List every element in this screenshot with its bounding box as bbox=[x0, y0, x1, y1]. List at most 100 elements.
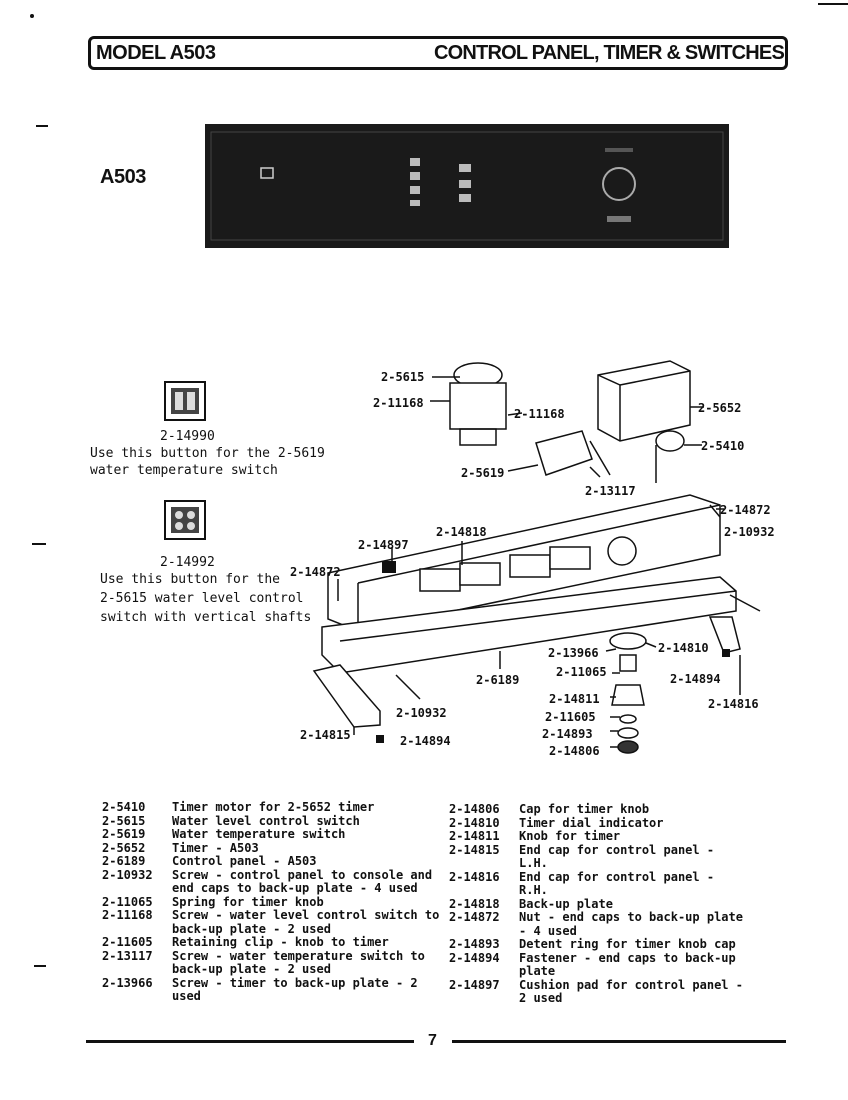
part-number: 2-14806 bbox=[449, 802, 500, 816]
part-description: Detent ring for timer knob cap bbox=[519, 937, 736, 951]
part-description: Water temperature switch bbox=[172, 827, 346, 841]
note-part-number: 2-14992 bbox=[160, 555, 215, 570]
parts-row: 2-5619 Water temperature switch bbox=[102, 827, 442, 842]
page-number: 7 bbox=[428, 1032, 437, 1049]
callout-label: 2-14872 bbox=[720, 503, 771, 517]
part-description: Water level control switch bbox=[172, 813, 360, 828]
note-line: Use this button for the 2-5619 bbox=[90, 446, 325, 461]
callout-label: 2-5619 bbox=[461, 466, 505, 480]
part-number: 2-13117 bbox=[102, 948, 153, 963]
callout-label: 2-6189 bbox=[476, 673, 520, 687]
part-number: 2-10932 bbox=[102, 867, 153, 882]
part-number: 2-14816 bbox=[449, 869, 500, 884]
callout-label: 2-10932 bbox=[724, 525, 775, 539]
note-line: 2-5615 water level control bbox=[100, 591, 304, 606]
callout-label: 2-14815 bbox=[300, 728, 351, 742]
parts-row: 2-13966 Screw - timer to back-up plate - … bbox=[102, 975, 442, 1004]
part-description: Cap for timer knob bbox=[519, 802, 650, 816]
margin-dot bbox=[30, 14, 34, 18]
control-panel-photo bbox=[205, 124, 729, 248]
part-number: 2-5615 bbox=[102, 813, 146, 828]
callout-label: 2-11168 bbox=[514, 407, 565, 421]
parts-list-left: 2-5410 Timer motor for 2-5652 timer 2-561… bbox=[102, 800, 442, 1004]
callout-label: 2-5652 bbox=[698, 401, 742, 415]
parts-row: 2-5410 Timer motor for 2-5652 timer bbox=[102, 800, 442, 815]
button-2-14990-image bbox=[164, 381, 206, 421]
part-number: 2-13966 bbox=[102, 975, 153, 990]
model-title: MODEL A503 bbox=[96, 42, 216, 64]
part-description: Screw - timer to back-up plate - 2 used bbox=[172, 975, 418, 1003]
parts-row: 2-14810 Timer dial indicator bbox=[449, 815, 749, 831]
callout-label: 2-13966 bbox=[548, 646, 599, 660]
part-description: End cap for control panel - L.H. bbox=[519, 842, 715, 870]
callout-label: 2-10932 bbox=[396, 706, 447, 720]
parts-row: 2-14806 Cap for timer knob bbox=[449, 802, 749, 817]
parts-row: 2-5652 Timer - A503 bbox=[102, 840, 442, 856]
part-description: Back-up plate bbox=[519, 896, 613, 911]
note-line: water temperature switch bbox=[90, 463, 278, 478]
part-description: Timer - A503 bbox=[172, 840, 259, 855]
margin-mark bbox=[818, 3, 848, 5]
part-number: 2-14818 bbox=[449, 896, 500, 911]
button-2-14992-image bbox=[164, 500, 206, 540]
note-line: Use this button for the bbox=[100, 572, 281, 587]
part-number: 2-6189 bbox=[102, 854, 146, 868]
part-description: Spring for timer knob bbox=[172, 894, 324, 909]
parts-row: 2-14872 Nut - end caps to back-up plate -… bbox=[449, 910, 749, 938]
part-description: Screw - water level control switch to ba… bbox=[172, 908, 440, 936]
part-description: Screw - control panel to console and end… bbox=[172, 867, 433, 895]
part-description: Knob for timer bbox=[519, 829, 621, 843]
parts-row: 2-10932 Screw - control panel to console … bbox=[102, 867, 442, 896]
part-number: 2-14893 bbox=[449, 937, 500, 951]
margin-mark bbox=[36, 125, 48, 127]
parts-row: 2-6189 Control panel - A503 bbox=[102, 854, 442, 869]
part-description: Control panel - A503 bbox=[172, 854, 317, 868]
part-number: 2-14810 bbox=[449, 815, 500, 830]
note-part-number: 2-14990 bbox=[160, 429, 215, 444]
part-description: Nut - end caps to back-up plate - 4 used bbox=[519, 910, 743, 938]
part-number: 2-14811 bbox=[449, 829, 500, 843]
header-frame bbox=[88, 36, 788, 70]
margin-mark bbox=[34, 965, 46, 967]
part-number: 2-5652 bbox=[102, 840, 146, 855]
parts-row: 2-5615 Water level control switch bbox=[102, 813, 442, 829]
parts-row: 2-14815 End cap for control panel - L.H. bbox=[449, 842, 749, 871]
part-number: 2-5410 bbox=[102, 800, 146, 814]
callout-label: 2-5615 bbox=[381, 370, 425, 384]
callout-label: 2-14810 bbox=[658, 641, 709, 655]
callout-label: 2-11168 bbox=[373, 396, 424, 410]
callout-label: 2-14816 bbox=[708, 697, 759, 711]
part-description: End cap for control panel - R.H. bbox=[519, 869, 715, 897]
callout-label: 2-13117 bbox=[585, 484, 636, 498]
parts-row: 2-14811 Knob for timer bbox=[449, 829, 749, 844]
part-number: 2-5619 bbox=[102, 827, 146, 841]
callout-label: 2-14894 bbox=[400, 734, 451, 748]
part-number: 2-14872 bbox=[449, 910, 500, 924]
callout-label: 2-11065 bbox=[556, 665, 607, 679]
part-number: 2-11605 bbox=[102, 935, 153, 949]
callout-label: 2-11605 bbox=[545, 710, 596, 724]
callout-label: 2-14872 bbox=[290, 565, 341, 579]
parts-row: 2-11065 Spring for timer knob bbox=[102, 894, 442, 910]
parts-row: 2-14816 End cap for control panel - R.H. bbox=[449, 869, 749, 898]
parts-list-right: 2-14806 Cap for timer knob 2-14810 Timer d… bbox=[449, 802, 749, 1006]
callout-label: 2-14893 bbox=[542, 727, 593, 741]
part-description: Cushion pad for control panel - 2 used bbox=[519, 977, 743, 1005]
margin-mark bbox=[32, 543, 46, 545]
parts-row: 2-14818 Back-up plate bbox=[449, 896, 749, 912]
callout-label: 2-14811 bbox=[549, 692, 600, 706]
footer-rule-left bbox=[86, 1040, 414, 1043]
part-description: Timer motor for 2-5652 timer bbox=[172, 800, 375, 814]
part-description: Timer dial indicator bbox=[519, 815, 664, 830]
note-line: switch with vertical shafts bbox=[100, 610, 312, 625]
part-number: 2-11065 bbox=[102, 894, 153, 909]
callout-label: 2-5410 bbox=[701, 439, 745, 453]
section-title: CONTROL PANEL, TIMER & SWITCHES bbox=[433, 42, 785, 64]
part-description: Retaining clip - knob to timer bbox=[172, 935, 389, 949]
callout-label: 2-14894 bbox=[670, 672, 721, 686]
part-number: 2-14815 bbox=[449, 842, 500, 857]
